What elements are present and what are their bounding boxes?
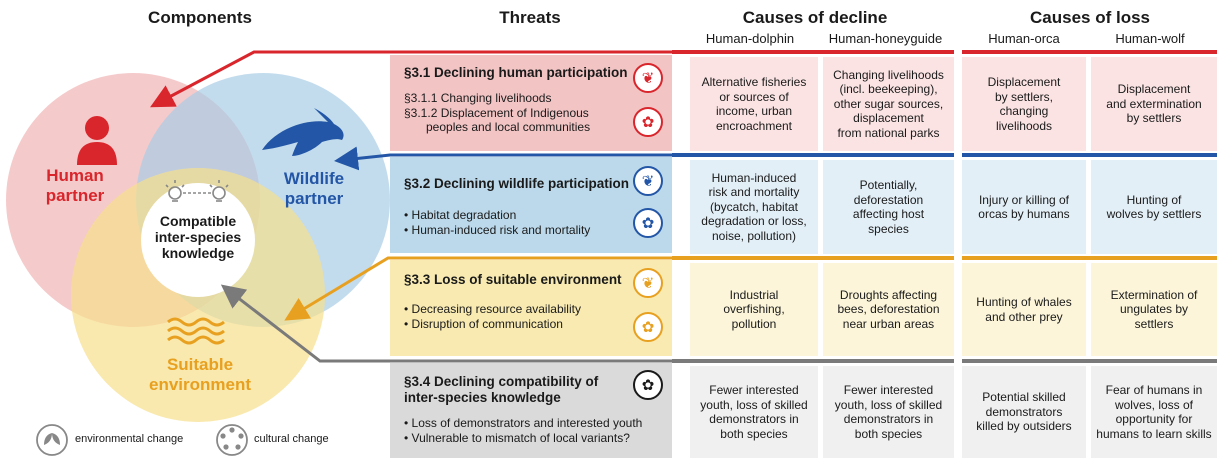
people-icon: ✿ — [633, 370, 663, 400]
legend-people-icon — [220, 427, 244, 450]
subheader-dolphin: Human-dolphin — [705, 31, 795, 46]
legend-leaf-icon — [44, 433, 60, 445]
threat-row-1: §3.1 Declining human participation §3.1.… — [390, 55, 671, 151]
bar-red-loss — [962, 50, 1217, 54]
threat-item: • Loss of demonstrators and interested y… — [404, 416, 643, 430]
threat-item: peoples and local communities — [426, 120, 591, 134]
people-icon: ✿ — [633, 208, 663, 238]
loss-header: Causes of loss — [1030, 8, 1150, 27]
subheader-orca: Human-orca — [988, 31, 1060, 46]
center-knowledge-label: Compatible inter-species knowledge — [154, 213, 242, 261]
cause-cell-dolphin: Alternative fisheries or sources of inco… — [690, 57, 818, 151]
cause-cell-honeyguide: Droughts affecting bees, deforestation n… — [823, 263, 954, 356]
threat-item: §3.1.1 Changing livelihoods — [404, 91, 552, 105]
cause-cell-wolf: Displacement and extermination by settle… — [1091, 57, 1217, 151]
threat-title: §3.4 Declining compatibility of inter-sp… — [404, 374, 599, 405]
cause-cell-honeyguide: Potentially, deforestation affecting hos… — [823, 160, 954, 254]
threat-title: §3.2 Declining wildlife participation — [404, 176, 630, 191]
legend-environmental-label: environmental change — [75, 433, 184, 445]
cause-cell-wolf: Extermination of ungulates by settlers — [1091, 263, 1217, 356]
connector-arrows — [150, 50, 672, 363]
threat-row-3-bg — [390, 260, 672, 356]
arrow-human — [150, 50, 672, 108]
components-header: Components — [148, 8, 252, 27]
wildlife-partner-label: Wildlife partner — [283, 169, 345, 208]
cause-cell-honeyguide: Changing livelihoods (incl. beekeeping),… — [823, 57, 954, 151]
cause-cell-orca: Injury or killing of orcas by humans — [962, 160, 1086, 254]
leaf-icon: ❦ — [633, 63, 663, 93]
bar-blue-loss — [962, 153, 1217, 157]
human-icon — [77, 116, 117, 165]
threat-item: §3.1.2 Displacement of Indigenous — [404, 105, 589, 120]
threats-header: Threats — [499, 8, 561, 27]
waves-icon — [167, 317, 225, 345]
threat-title: §3.1 Declining human participation — [404, 65, 628, 80]
threat-row-1-bg — [390, 55, 672, 151]
bulbs-icon — [165, 180, 229, 202]
cause-cell-dolphin: Fewer interested youth, loss of skilled … — [690, 366, 818, 458]
leaf-icon: ❦ — [633, 166, 663, 196]
threat-item: • Habitat degradation — [404, 208, 517, 222]
bar-orange-loss — [962, 256, 1217, 260]
legend-cultural-label: cultural change — [254, 433, 329, 445]
center-circle — [141, 183, 255, 297]
human-partner-label: Human partner — [45, 166, 105, 205]
threat-row-4: §3.4 Declining compatibility of inter-sp… — [390, 364, 671, 458]
threat-row-3: §3.3 Loss of suitable environment • Decr… — [390, 262, 671, 355]
cause-cell-wolf: Hunting of wolves by settlers — [1091, 160, 1217, 254]
arrow-knowledge — [220, 284, 672, 363]
leaf-icon: ❦ — [633, 268, 663, 298]
people-icon: ✿ — [633, 312, 663, 342]
arrow-environment — [284, 256, 672, 321]
cause-cell-orca: Potential skilled demonstrators killed b… — [962, 366, 1086, 458]
cause-cell-wolf: Fear of humans in wolves, loss of opport… — [1091, 366, 1217, 458]
venn-diagram — [6, 73, 390, 456]
cause-cell-orca: Hunting of whales and other prey — [962, 263, 1086, 356]
bar-blue-decline — [672, 153, 954, 157]
arrow-wildlife — [334, 146, 672, 171]
bar-grey-loss — [962, 359, 1217, 363]
threat-item: • Human-induced risk and mortality — [404, 222, 591, 237]
threat-item: • Vulnerable to mismatch of local varian… — [404, 430, 630, 445]
bar-red-decline — [672, 50, 954, 54]
threat-row-2-bg — [390, 157, 672, 253]
bar-grey-decline — [672, 359, 954, 363]
cause-cell-honeyguide: Fewer interested youth, loss of skilled … — [823, 366, 954, 458]
people-icon: ✿ — [633, 107, 663, 137]
cause-cell-orca: Displacement by settlers, changing livel… — [962, 57, 1086, 151]
subheader-wolf: Human-wolf — [1115, 31, 1185, 46]
bar-orange-decline — [672, 256, 954, 260]
cause-cell-dolphin: Industrial overfishing, pollution — [690, 263, 818, 356]
environment-label: Suitable environment — [148, 355, 252, 394]
subheader-honeyguide: Human-honeyguide — [828, 31, 943, 46]
threat-row-2: §3.2 Declining wildlife participation • … — [390, 160, 671, 253]
threat-title: §3.3 Loss of suitable environment — [404, 272, 622, 287]
threat-item: • Disruption of communication — [404, 316, 563, 331]
threat-item: • Decreasing resource availability — [404, 302, 581, 316]
dolphin-icon — [262, 108, 344, 156]
threat-row-4-bg — [390, 363, 672, 458]
cause-cell-dolphin: Human-induced risk and mortality (bycatc… — [690, 160, 818, 254]
decline-header: Causes of decline — [742, 8, 888, 27]
